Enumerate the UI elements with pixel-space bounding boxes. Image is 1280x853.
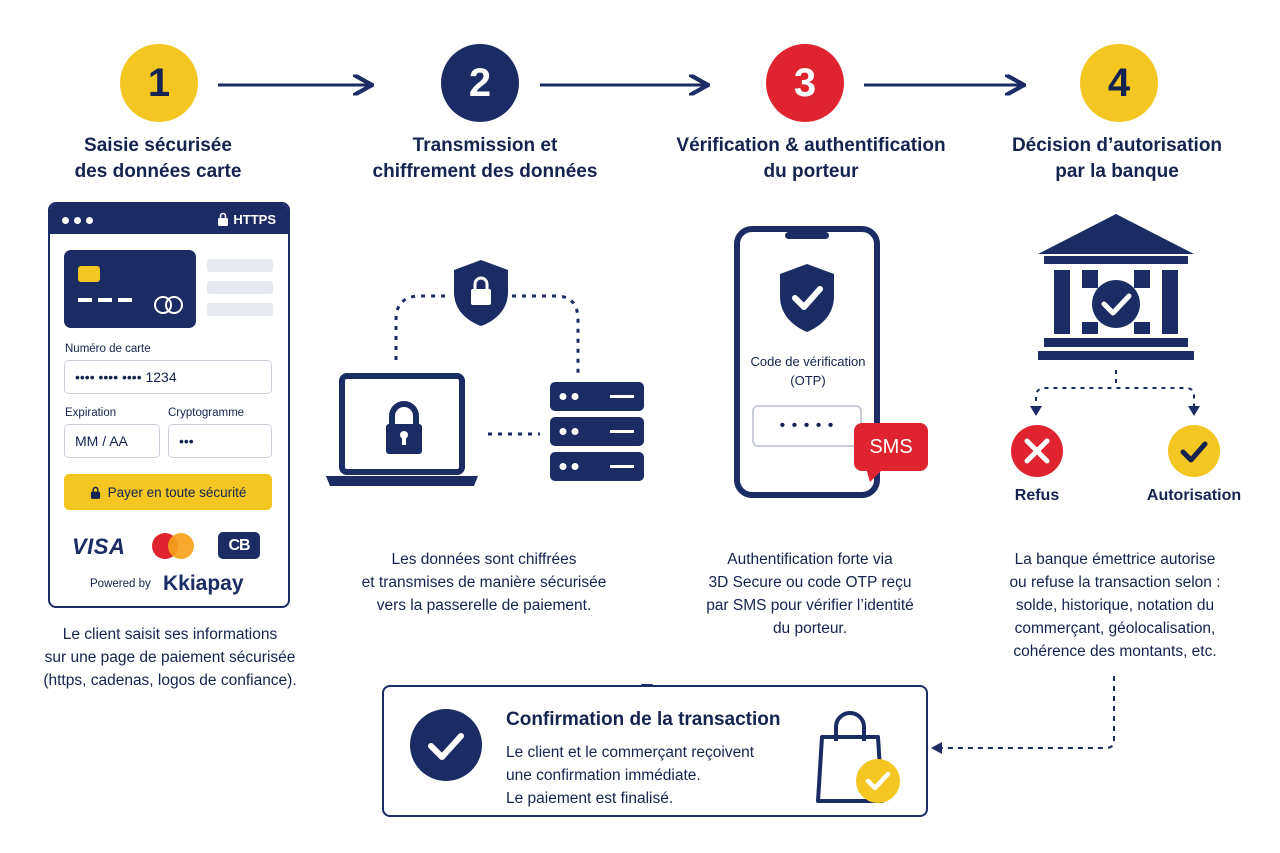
- laptop-lock-icon: [326, 373, 478, 486]
- powered-by-label: Powered by: [90, 578, 151, 590]
- mastercard-logo: [152, 533, 194, 559]
- visa-logo: VISA: [72, 534, 126, 559]
- shield-lock-icon: [454, 260, 508, 326]
- otp-label-line2: (OTP): [790, 373, 826, 388]
- placeholder-line: [207, 281, 273, 294]
- sms-badge: SMS: [854, 423, 928, 471]
- step-1-title-line2: des données carte: [74, 161, 242, 182]
- otp-label-line1: Code de vérification: [750, 354, 866, 369]
- step-2-description: Les données sont chiffrées et transmises…: [334, 548, 634, 617]
- step-3-number: 3: [766, 44, 844, 122]
- placeholder-line: [207, 259, 273, 272]
- desc-line: commerçant, géolocalisation,: [1014, 620, 1216, 637]
- desc-line: par SMS pour vérifier l’identité: [706, 597, 914, 614]
- desc-line: 3D Secure ou code OTP reçu: [708, 574, 912, 591]
- dashed-split-bank: [1035, 370, 1195, 410]
- shopping-bag-check-icon: [816, 711, 900, 803]
- confirmation-panel: Confirmation de la transaction Le client…: [382, 685, 928, 817]
- step-3-title-line1: Vérification & authentification: [676, 135, 946, 156]
- desc-line: La banque émettrice autorise: [1014, 551, 1216, 568]
- card-number-label: Numéro de carte: [65, 343, 151, 355]
- desc-line: ou refuse la transaction selon :: [1009, 574, 1221, 591]
- bank-icon: [1038, 214, 1194, 360]
- authorize-check-icon: [1168, 425, 1220, 477]
- step-3-title: Vérification & authentification du porte…: [654, 133, 968, 185]
- otp-label: Code de vérification (OTP): [742, 352, 874, 390]
- confirmation-line: une confirmation immédiate.: [506, 767, 701, 784]
- desc-line: solde, historique, notation du: [1015, 597, 1215, 614]
- padlock-icon: [218, 212, 229, 226]
- dashed-link-laptop-shield: [394, 294, 450, 360]
- desc-line: du porteur.: [772, 620, 848, 637]
- provider-logo: Kkiapay: [163, 572, 244, 595]
- desc-line: Authentification forte via: [727, 551, 893, 568]
- step-3-description: Authentification forte via 3D Secure ou …: [670, 548, 950, 640]
- credit-card-icon: [64, 250, 196, 328]
- shield-check-icon: [780, 264, 834, 332]
- confirmation-title: Confirmation de la transaction: [506, 709, 781, 730]
- authorize-label: Autorisation: [1146, 487, 1242, 504]
- step-1-number: 1: [120, 44, 198, 122]
- step-3-title-line2: du porteur: [763, 161, 859, 182]
- step-2-number: 2: [441, 44, 519, 122]
- https-indicator: HTTPS: [217, 212, 276, 227]
- pay-button-label: Payer en toute sécurité: [107, 484, 247, 500]
- phone-notch: [785, 232, 829, 239]
- desc-line: Les données sont chiffrées: [391, 551, 577, 568]
- desc-line: sur une page de paiement sécurisée: [44, 649, 296, 666]
- pay-securely-button[interactable]: Payer en toute sécurité: [64, 474, 272, 510]
- cvv-label: Cryptogramme: [168, 407, 245, 419]
- card-number-field[interactable]: •••• •••• •••• 1234: [64, 360, 272, 394]
- step-4-title-line2: par la banque: [1055, 161, 1179, 182]
- step-1-title: Saisie sécurisée des données carte: [40, 133, 276, 185]
- payment-page-mockup: HTTPS Numéro de carte •••• •••• •••• 123…: [48, 202, 290, 608]
- sms-bubble-tail: [866, 468, 884, 482]
- confirmation-line: Le paiement est finalisé.: [506, 790, 674, 807]
- confirmation-line: Le client et le commerçant reçoivent: [506, 744, 755, 761]
- cb-logo: CB: [218, 532, 260, 559]
- desc-line: (https, cadenas, logos de confiance).: [43, 672, 297, 689]
- https-label: HTTPS: [233, 211, 276, 227]
- desc-line: cohérence des montants, etc.: [1013, 643, 1217, 660]
- cvv-field[interactable]: •••: [168, 424, 272, 458]
- browser-title-bar: HTTPS: [50, 204, 288, 234]
- dashed-link-decision-confirmation: [942, 676, 1115, 749]
- step-1-description: Le client saisit ses informations sur un…: [20, 623, 320, 692]
- confirmation-check-icon: [410, 709, 482, 781]
- step-4-title: Décision d’autorisation par la banque: [990, 133, 1244, 185]
- confirmation-text: Le client et le commerçant reçoivent une…: [506, 741, 754, 810]
- padlock-icon: [90, 486, 100, 499]
- step-4-title-line1: Décision d’autorisation: [1011, 135, 1223, 156]
- placeholder-line: [207, 303, 273, 316]
- otp-input[interactable]: • • • • •: [752, 405, 862, 447]
- refuse-label: Refus: [1014, 487, 1060, 504]
- window-dots: [62, 212, 98, 227]
- dashed-link-shield-server: [512, 294, 580, 376]
- step-2-title-line1: Transmission et: [412, 135, 558, 156]
- desc-line: vers la passerelle de paiement.: [376, 597, 592, 614]
- expiration-label: Expiration: [65, 407, 117, 419]
- step-2-title: Transmission et chiffrement des données: [340, 133, 630, 185]
- desc-line: et transmises de manière sécurisée: [361, 574, 607, 591]
- step-2-title-line2: chiffrement des données: [372, 161, 598, 182]
- step-4-number: 4: [1080, 44, 1158, 122]
- expiration-field[interactable]: MM / AA: [64, 424, 160, 458]
- refuse-x-icon: [1011, 425, 1063, 477]
- desc-line: Le client saisit ses informations: [62, 626, 278, 643]
- step-1-title-line1: Saisie sécurisée: [84, 135, 232, 156]
- server-icon: [550, 382, 644, 481]
- step-4-description: La banque émettrice autorise ou refuse l…: [982, 548, 1248, 663]
